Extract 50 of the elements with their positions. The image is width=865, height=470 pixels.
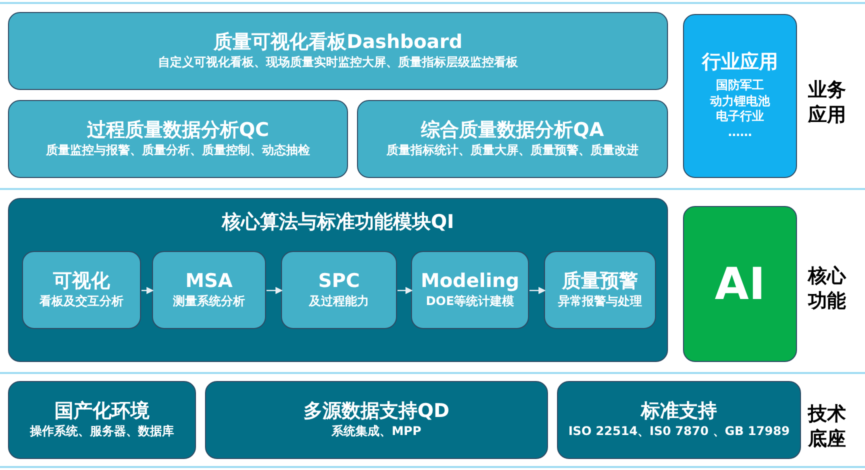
module-box	[8, 381, 196, 459]
box-title: SPC	[318, 270, 360, 294]
arrow	[530, 286, 546, 294]
box-title: 多源数据支持QD	[304, 400, 450, 424]
box-subtitle: 质量指标统计、质量大屏、质量预警、质量改进	[386, 143, 638, 159]
box-subtitle: 看板及交互分析	[40, 294, 124, 310]
box-subtitle: ISO 22514、IS0 7870 、GB 17989	[568, 424, 790, 440]
box-subtitle: 异常报警与处理	[558, 294, 642, 310]
box-title: 国产化环境	[54, 400, 150, 424]
box-subtitle: 动力锂电池	[710, 94, 770, 110]
ai-box	[683, 206, 797, 362]
module-box	[8, 100, 348, 178]
feature-box	[281, 251, 397, 329]
layer-label: 技术底座	[806, 402, 847, 452]
box-title: 综合质量数据分析QA	[421, 119, 604, 144]
feature-box	[544, 251, 656, 329]
box-subtitle: 电子行业	[716, 109, 764, 125]
box-title: 行业应用	[702, 51, 778, 76]
box-title: 过程质量数据分析QC	[86, 119, 270, 144]
box-subtitle: 操作系统、服务器、数据库	[30, 424, 174, 440]
box-subtitle: 及过程能力	[309, 294, 369, 310]
box-title: 标准支持	[641, 400, 717, 424]
box-subtitle: 自定义可视化看板、现场质量实时监控大屏、质量指标层级监控看板	[158, 55, 518, 71]
box-title: 质量预警	[562, 270, 638, 294]
feature-box	[22, 251, 141, 329]
dashboard-box	[8, 12, 668, 90]
arrow	[142, 286, 154, 294]
layer-label: 业务应用	[806, 78, 847, 128]
layer-label: 核心功能	[806, 264, 848, 314]
box-title: 可视化	[53, 270, 110, 294]
box-title: Modeling	[420, 270, 520, 294]
module-box	[357, 100, 668, 178]
box-subtitle: 质量监控与报警、质量分析、质量控制、动态抽检	[46, 143, 310, 159]
industry-box	[683, 14, 797, 178]
box-title: MSA	[185, 270, 233, 294]
box-title: 核心算法与标准功能模块QI	[222, 211, 454, 235]
module-box	[205, 381, 548, 459]
box-subtitle: DOE等统计建模	[426, 294, 514, 310]
box-subtitle: 测量系统分析	[173, 294, 245, 310]
box-subtitle: 国防军工	[716, 78, 764, 94]
box-subtitle: ……	[728, 124, 752, 141]
arrow	[266, 286, 283, 294]
module-box	[557, 381, 801, 459]
box-title: AI	[714, 258, 766, 312]
arrow	[398, 286, 413, 294]
module-panel	[8, 198, 668, 362]
feature-box	[152, 251, 266, 329]
box-title: 质量可视化看板Dashboard	[214, 31, 462, 56]
feature-box	[411, 251, 529, 329]
box-subtitle: 系统集成、MPP	[332, 424, 422, 440]
